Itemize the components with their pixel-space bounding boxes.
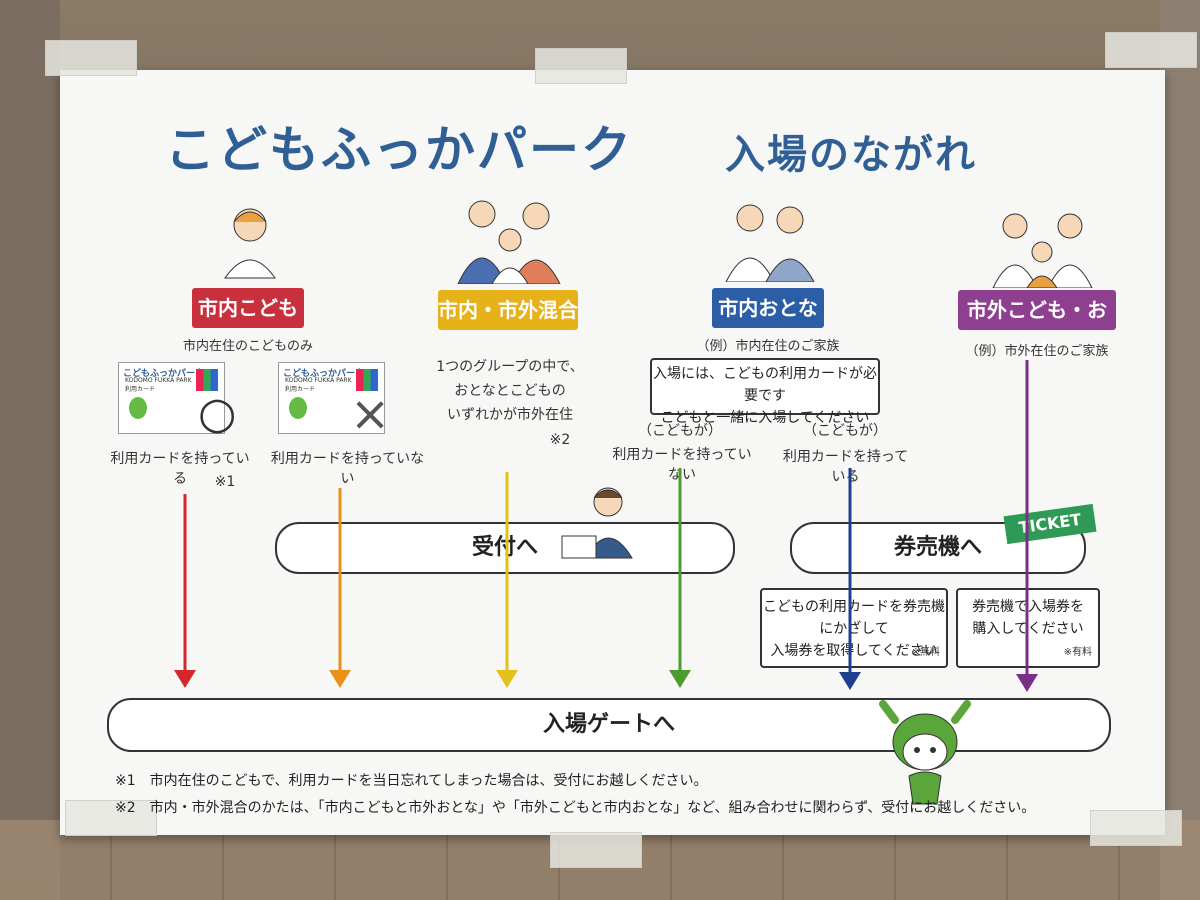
cross-mark-icon: × <box>350 386 391 442</box>
reception-pill: 受付へ <box>275 522 735 574</box>
outside-family-icon <box>992 213 1093 288</box>
footnote-2: ※2 市内・市外混合のかたは、「市内こどもと市外おとな」や「市外こどもと市内おと… <box>115 800 1036 816</box>
category-label-mixed: 市内・市外混合 <box>438 290 578 330</box>
door-frame-right <box>1160 0 1200 900</box>
tape <box>535 48 627 84</box>
category-note-city-child: 市内在住のこどものみ <box>182 339 313 354</box>
usage-card-image: こどもふっかパーク KODOMO FUKKA PARK 利用カード <box>278 362 385 434</box>
category-note-city-adult: （例）市内在住のご家族 <box>696 339 840 354</box>
poster-subtitle: 入場のながれ <box>725 132 977 178</box>
flow-arrow-head <box>839 672 861 690</box>
free-ticket-box: こどもの利用カードを券売機にかざして 入場券を取得してください ※無料 <box>760 588 948 668</box>
card-has-ref: ※1 <box>214 474 236 490</box>
mascot-icon <box>879 700 971 805</box>
tape <box>550 832 642 868</box>
flow-arrow-head <box>329 670 351 688</box>
mixed-note-line1: 1つのグループの中で、 <box>436 359 584 375</box>
mixed-note-line2: おとなとこどもの <box>454 383 566 399</box>
tape <box>1105 32 1197 68</box>
flow-arrow-head <box>1016 674 1038 692</box>
child-label-right: （こどもが） <box>803 423 887 439</box>
mixed-note-ref: ※2 <box>549 432 571 448</box>
mixed-note-line3: いずれかが市外在住 <box>447 407 573 423</box>
poster-title: こどもふっかパーク <box>165 121 633 179</box>
tape <box>65 800 157 836</box>
tape <box>45 40 137 76</box>
category-label-city-adult: 市内おとな <box>712 288 824 328</box>
flow-arrow-head <box>669 670 691 688</box>
door-frame-left <box>0 0 60 900</box>
adult-couple-icon <box>725 204 815 282</box>
child-has-card-text: 利用カードを持っている <box>782 449 909 485</box>
child-label-left: （こどもが） <box>638 423 722 439</box>
category-note-outside: （例）市外在住のご家族 <box>965 344 1109 359</box>
child-not-card-text: 利用カードを持っていない <box>612 447 752 483</box>
footnote-1: ※1 市内在住のこどもで、利用カードを当日忘れてしまった場合は、受付にお越しくだ… <box>115 773 708 789</box>
flow-arrows <box>174 360 1038 692</box>
flow-arrow-head <box>174 670 196 688</box>
flow-arrow-head <box>496 670 518 688</box>
poster: こどもふっかパーク 入場のながれ 市内こども 市内在住のこどものみ 市内・市外混… <box>45 32 1197 868</box>
category-label-outside: 市外こども・おとな <box>958 290 1116 362</box>
category-label-city-child: 市内こども <box>192 288 304 328</box>
circle-mark-icon: ○ <box>198 388 237 439</box>
adult-notice-box: 入場には、こどもの利用カードが必要です こどもと一緒に入場してください <box>650 358 880 426</box>
tape <box>1090 810 1182 846</box>
mixed-family-icon <box>457 200 561 284</box>
child-person-icon <box>224 208 276 279</box>
card-has-text: 利用カードを持っている <box>110 451 250 487</box>
receptionist-icon <box>561 487 633 559</box>
usage-card-image: こどもふっかパーク KODOMO FUKKA PARK 利用カード <box>118 362 225 434</box>
card-not-text: 利用カードを持っていない <box>270 451 425 487</box>
